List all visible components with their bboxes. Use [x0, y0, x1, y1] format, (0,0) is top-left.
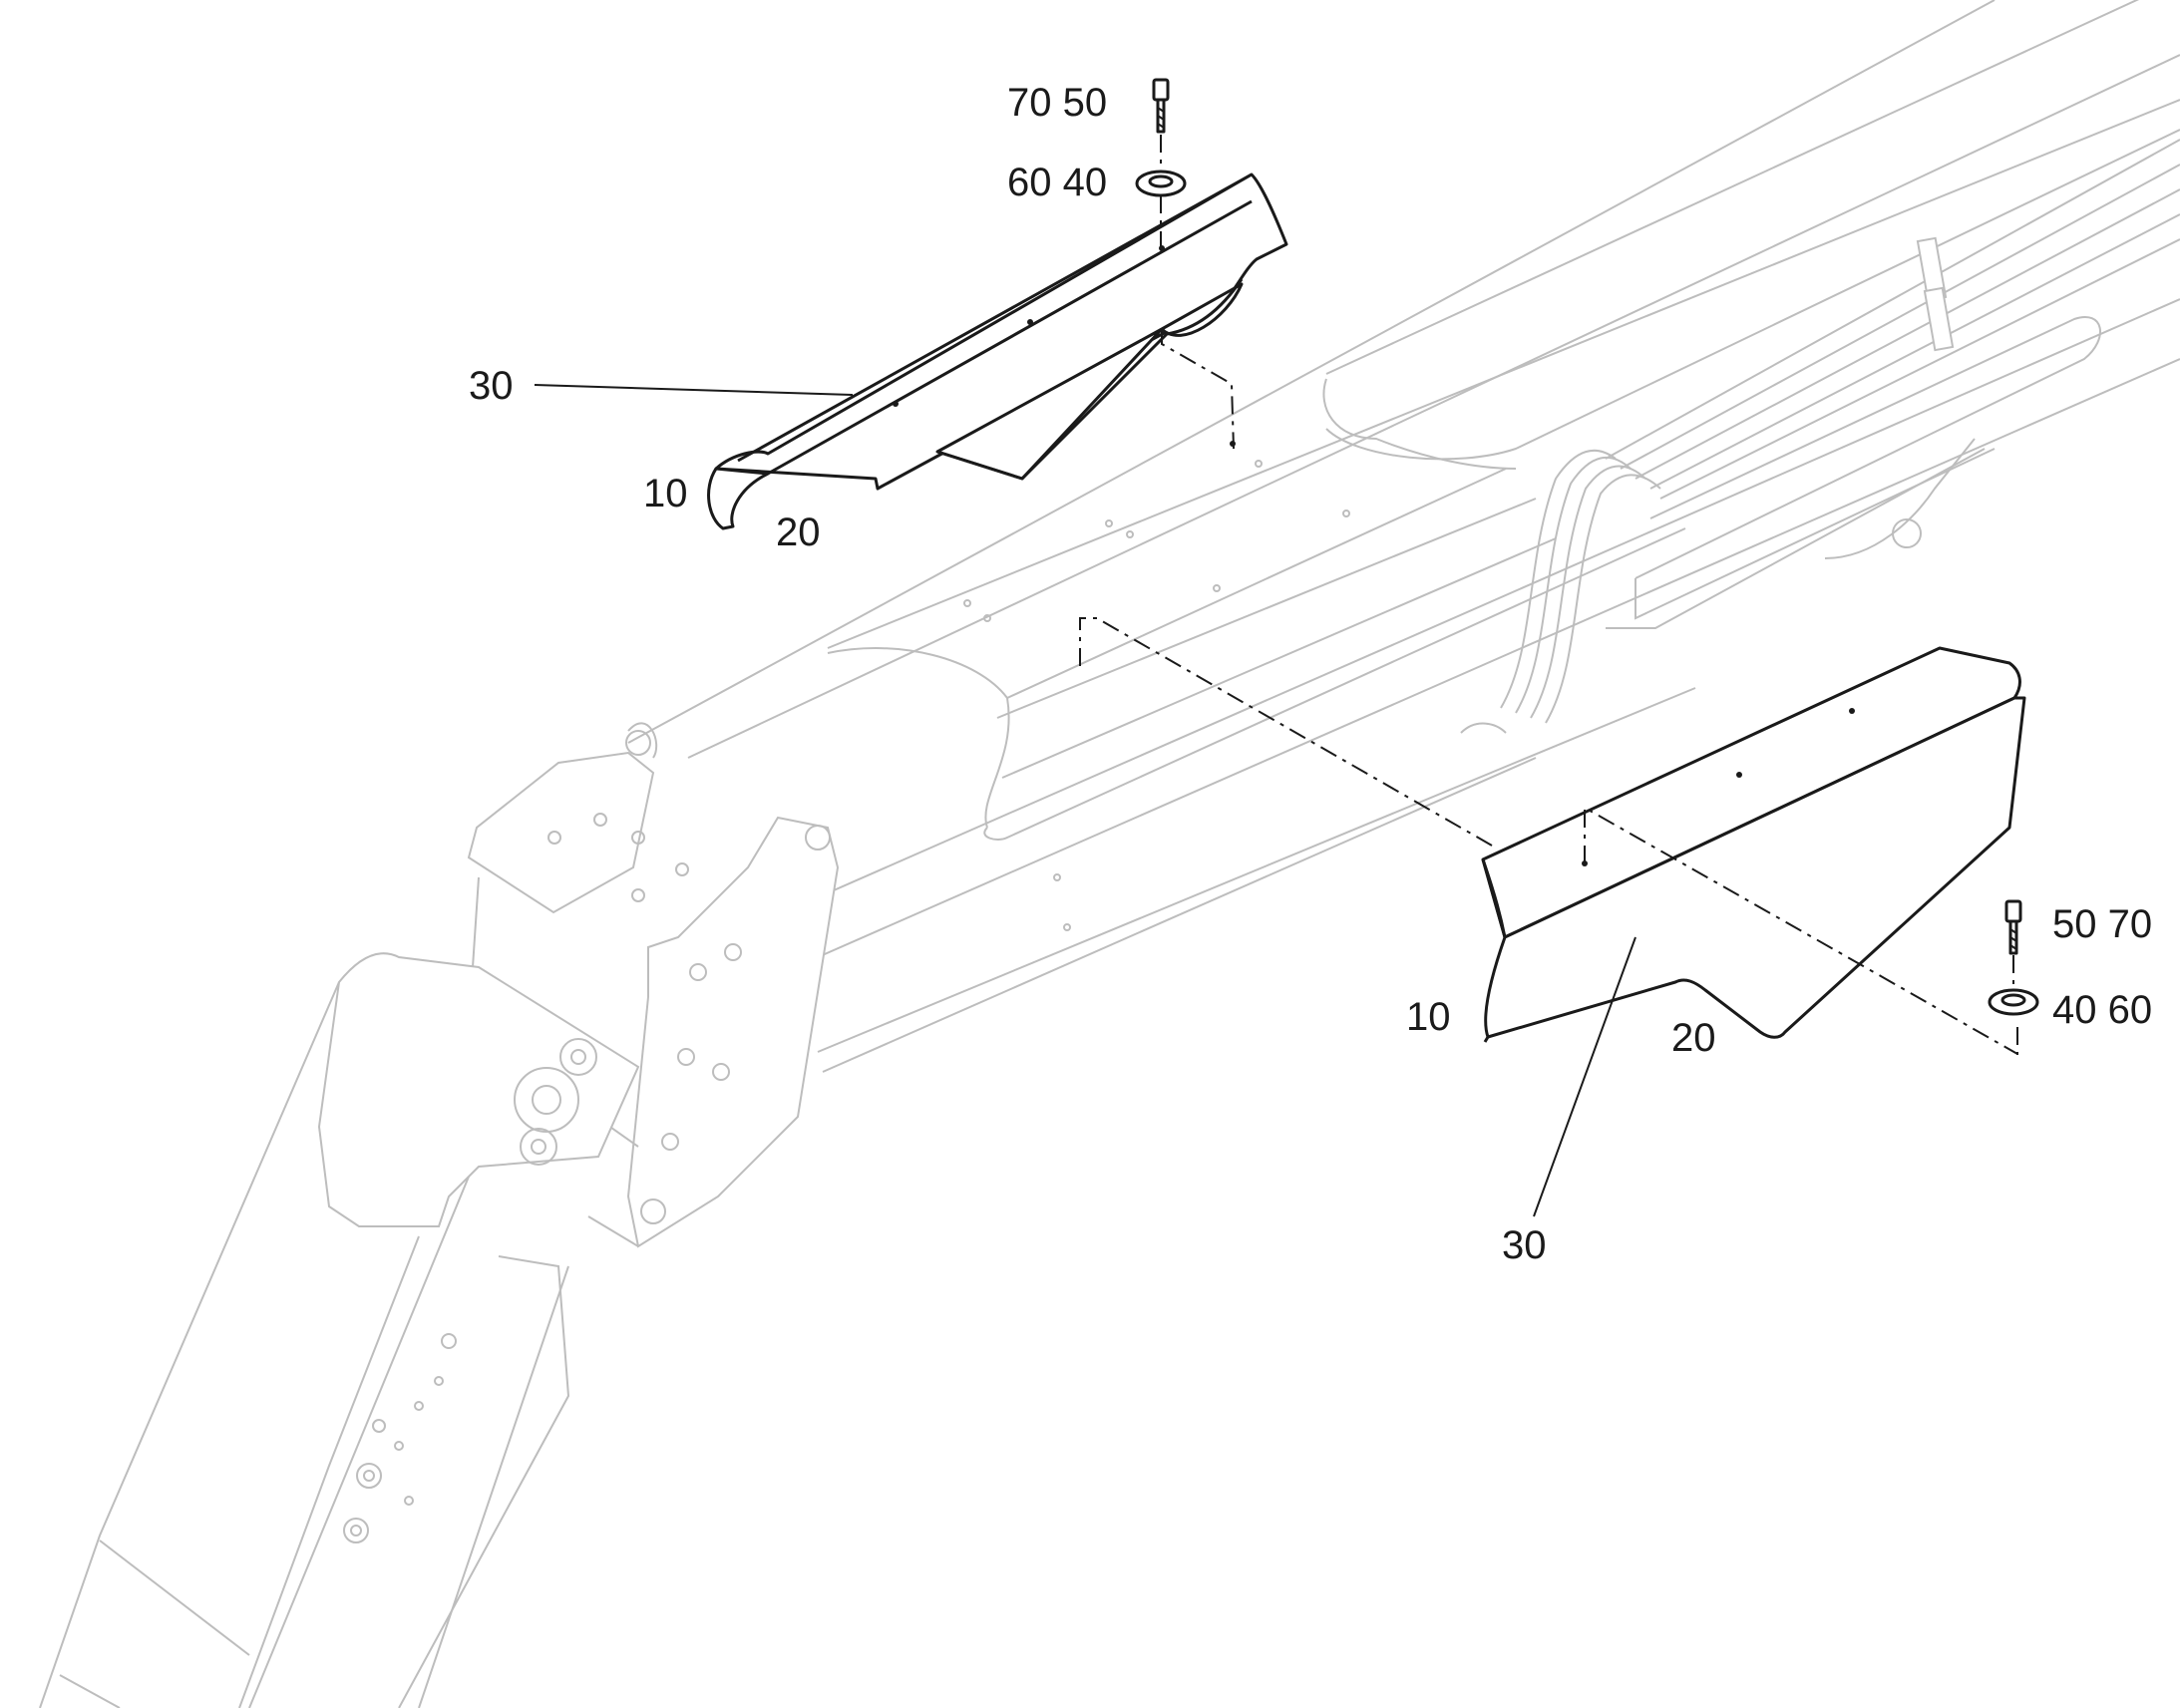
- washer-icon: [1988, 988, 2039, 1016]
- upper-fastener-stack: [1135, 78, 1235, 450]
- lower-guide-callout: 10: [1406, 995, 1451, 1039]
- bolt-icon: [1152, 78, 1170, 134]
- bolt-icon: [2004, 899, 2022, 955]
- upper-cover-callout: 30: [469, 364, 514, 408]
- lower-assembly-axis: [1079, 617, 1493, 847]
- upper-plate-callout: 20: [776, 511, 821, 554]
- lower-fastener-stack: [1988, 899, 2039, 1016]
- upper-bolt-callout: 70 50: [1007, 81, 1107, 125]
- washer-icon: [1135, 170, 1187, 197]
- upper-guide-callout: 10: [643, 472, 688, 515]
- upper-washer-callout: 60 40: [1007, 161, 1107, 204]
- lower-plate-callout: 20: [1671, 1016, 1716, 1060]
- lower-washer-callout: 40 60: [2052, 988, 2152, 1032]
- lower-bolt-callout: 50 70: [2052, 902, 2152, 946]
- boom-structure: [39, 0, 2180, 1708]
- lower-cover-callout: 30: [1502, 1223, 1547, 1267]
- upper-guide-part-10: [707, 467, 770, 530]
- lower-part-group: [1481, 646, 2026, 1043]
- lower-guide-part-10: [1481, 696, 2026, 1039]
- lower-arm: [39, 952, 640, 1708]
- upper-part-group: [707, 172, 1288, 530]
- hose-carrier-layers: [1460, 139, 2180, 734]
- boom-head-bracket: [467, 722, 840, 1248]
